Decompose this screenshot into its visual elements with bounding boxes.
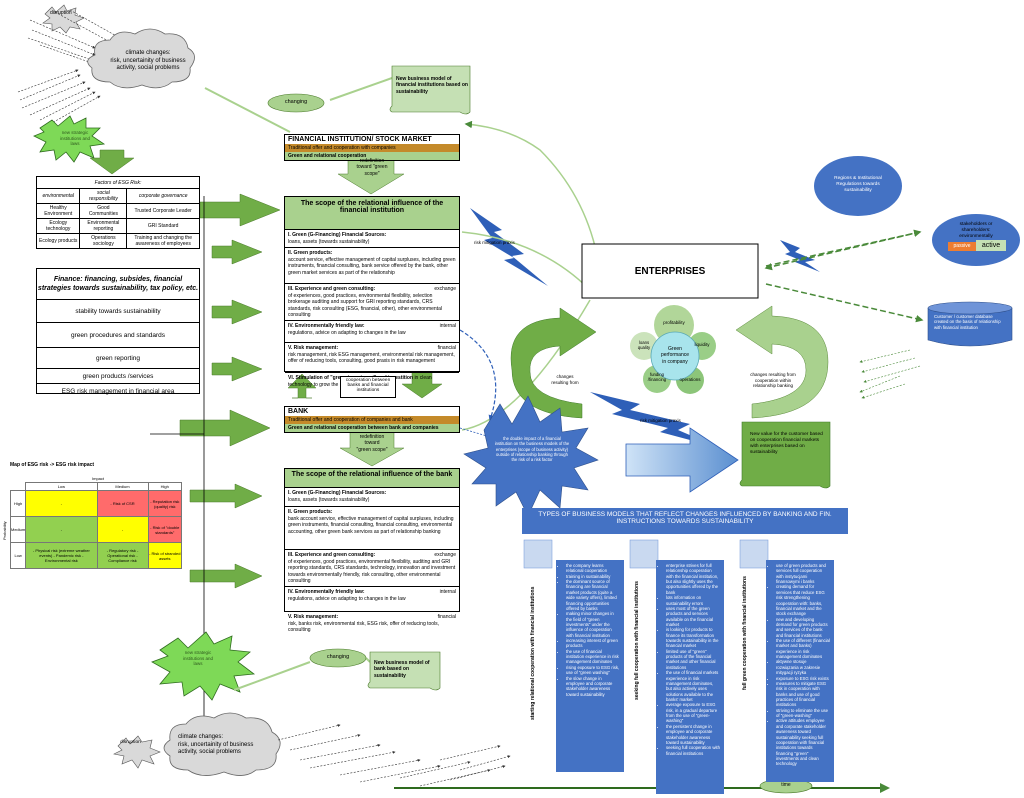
bottom-climate-cloud — [163, 712, 281, 776]
bank-redefinition-arrow — [339, 431, 405, 467]
scroll-bottom-text: New business model of bank based on sust… — [374, 660, 430, 679]
bank-header: BANK Traditional offer and cooperation o… — [284, 406, 460, 433]
enterprises-title: ENTERPRISES — [634, 265, 706, 277]
bottom-cloud-text: climate changes:risk, uncertainity of bu… — [178, 734, 254, 755]
table-row: High - - Risk of CSR - Reputation risk (… — [9, 490, 183, 517]
table-row: Medium - - - Risk of "double standards" — [9, 516, 183, 543]
fi-scope-title: The scope of the relational influence of… — [285, 197, 459, 230]
fi-header: FINANCIAL INSTITUTION/ STOCK MARKET Trad… — [284, 134, 460, 161]
bubble-center — [650, 331, 700, 381]
types-col-3: use of green products and services full … — [766, 560, 834, 782]
top-scroll — [389, 65, 471, 115]
curved-arrow-left — [510, 307, 597, 419]
new-value-text: New value for the customer based on coop… — [750, 432, 823, 455]
new-value-scroll — [739, 421, 831, 489]
double-impact-burst — [463, 395, 599, 517]
scroll-top-text: New business model of financial institut… — [396, 76, 468, 95]
types-title-bar — [522, 508, 848, 534]
curved-arrow-right — [735, 305, 829, 419]
time-label: time — [781, 782, 791, 788]
top-cloud-text: climate changes:risk, uncertainity of bu… — [110, 50, 186, 71]
types-col-1-label: starting relational cooperation with fin… — [530, 586, 536, 720]
finance-box-title: Finance: financing, subsides, financial … — [37, 269, 199, 300]
bank-scope-title: The scope of the relational influence of… — [285, 469, 459, 488]
bank-scope-box: The scope of the relational influence of… — [284, 468, 460, 633]
types-col-2-label: seeking full cooperation with financial … — [634, 581, 640, 700]
bottom-disruption-label: disruption — [120, 740, 141, 745]
changing-top-ellipse — [267, 93, 325, 113]
changing-top-label: changing — [284, 99, 308, 105]
lightning-top — [470, 208, 548, 286]
changing-bottom-ellipse — [309, 648, 367, 668]
finance-box: Finance: financing, subsides, financial … — [36, 268, 200, 395]
bottom-arrows — [277, 724, 511, 787]
right-arrow-to-fi — [179, 409, 271, 447]
active-badge: active — [976, 240, 1006, 251]
top-disruption-label: disruption — [50, 10, 72, 16]
bubble-liquidity-label: liquidity — [694, 342, 710, 347]
lightning-middle — [590, 392, 720, 448]
bottom-strategy-burst — [151, 631, 256, 701]
coop-box: cooperation between banks and financial … — [340, 376, 396, 398]
table-row: Low - Physical risk (extreme weather eve… — [9, 542, 183, 569]
esg-table-title: Factors of ESG Risk: — [36, 176, 200, 189]
cloud-arrows — [17, 69, 101, 125]
up-arrow-coop — [287, 373, 317, 399]
disruption-arrows — [27, 9, 121, 65]
types-col-1: the company learns relational cooperatio… — [556, 560, 624, 772]
double-impact-text: the double impact of a financial institu… — [494, 436, 570, 462]
matrix-title: Map of ESG risk -> ESG risk impact — [10, 462, 95, 468]
bubble-funding-label: funding /financing — [647, 372, 667, 383]
types-col-2: enterprise strives for full relationship… — [656, 560, 724, 794]
passive-badge: passive — [948, 242, 976, 251]
right-arrows-left — [189, 193, 281, 589]
lightning-far — [780, 240, 820, 272]
big-blue-arrow — [625, 427, 739, 493]
bottom-disruption-burst — [113, 735, 161, 769]
types-col-3-label: full green cooperation with financial in… — [742, 576, 748, 690]
matrix-probability-label: Probability — [2, 521, 7, 540]
enterprises-box — [581, 243, 759, 299]
top-strategy-burst — [33, 115, 106, 163]
types-title: TYPES OF BUSINESS MODELS THAT REFLECT CH… — [538, 511, 832, 525]
esg-factors-table: Factors of ESG Risk: environmental socia… — [35, 176, 200, 249]
bottom-scroll — [367, 651, 441, 691]
bubble-loans-label: loans quality — [637, 340, 651, 351]
risk-mitigation-label-1: risk mitigation praxis — [474, 240, 515, 245]
fi-scope-box: The scope of the relational influence of… — [284, 196, 460, 388]
customer-db-cylinder — [927, 308, 1013, 347]
risk-mitigation-label-2: risk mitigation praxis — [640, 418, 681, 423]
matrix-impact-label: Impact — [92, 476, 105, 481]
bubble-operations-label: operations — [679, 377, 701, 382]
changing-bottom-label: changing — [326, 654, 350, 660]
bubble-profitability-label: profitability — [663, 320, 685, 325]
regions-ellipse — [814, 156, 902, 216]
customer-db-text: Customer / customer database created on … — [934, 314, 1001, 330]
top-climate-cloud — [87, 28, 195, 89]
down-arrow-top — [89, 149, 135, 175]
